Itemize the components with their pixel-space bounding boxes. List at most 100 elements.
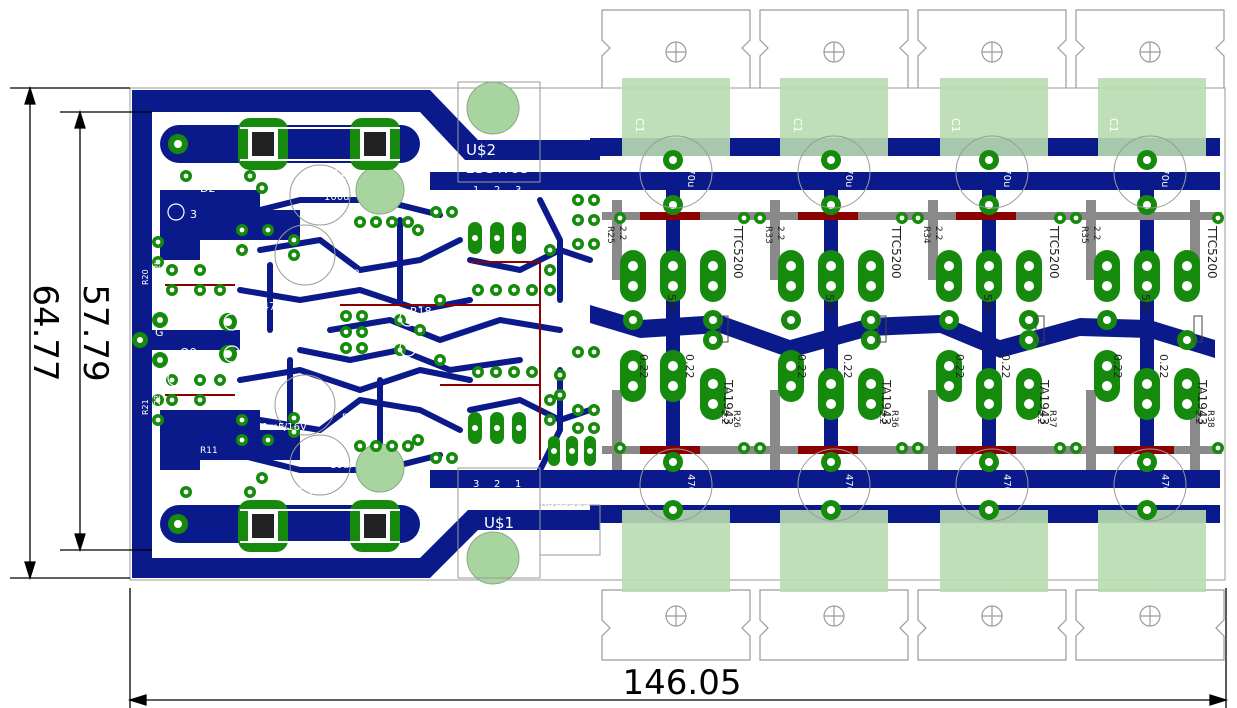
label-22k-b: 22k (153, 390, 162, 405)
pad-drill (239, 417, 245, 423)
pad-drill (155, 259, 161, 265)
label-22-bot: 2.2 (877, 410, 887, 424)
pad-drill (591, 349, 597, 355)
pad-drill (155, 397, 161, 403)
pad-drill (475, 369, 481, 375)
pad-drill (529, 369, 535, 375)
label-1mf: 1mF/16V (262, 422, 307, 433)
pad-drill (1057, 215, 1063, 221)
label-022: 0.22 (683, 354, 696, 379)
label-22-bot: 2.2 (719, 410, 729, 424)
label-r13: R13 (342, 413, 360, 423)
pad-drill (169, 267, 175, 273)
pad-drill (757, 445, 763, 451)
pad-drill (575, 241, 581, 247)
pad-drill (617, 445, 623, 451)
pad-drill (405, 219, 411, 225)
pad-drill (437, 297, 443, 303)
us1-pin-3: 3 (473, 479, 479, 490)
label-f1: F1 (330, 168, 347, 184)
label-470u-top: 470u (1001, 162, 1012, 187)
label-22-top: 2.2 (1091, 226, 1101, 240)
resistor-outline (719, 315, 729, 343)
pad-drill (247, 173, 253, 179)
pad-drill (547, 247, 553, 253)
pad-drill (575, 425, 581, 431)
label-ttc: TTC5200 (731, 225, 745, 279)
resistor-outline (877, 315, 887, 343)
label-3: 3 (190, 208, 197, 221)
dimension-lines (10, 85, 1229, 708)
label-tta: TA1943 (879, 379, 893, 425)
label-470u-top: 470u (685, 162, 696, 187)
pad-drill (155, 239, 161, 245)
trimmer-outline (223, 345, 241, 363)
fuse-holders (238, 118, 400, 552)
pad-drill (405, 443, 411, 449)
pad-drill (415, 227, 421, 233)
label-bot-r: R38 (1205, 410, 1215, 428)
pad-drill (433, 209, 439, 215)
pad-drill (741, 445, 747, 451)
label-c-bot: C2 (1107, 432, 1120, 447)
label-022: 0.22 (953, 354, 966, 379)
pad-drill (493, 369, 499, 375)
label-10uf: 10uF (330, 460, 355, 471)
pad-drill (475, 287, 481, 293)
pad-drill (1073, 445, 1079, 451)
pad-drill (1073, 215, 1079, 221)
label-r12: R12 (342, 269, 360, 279)
pad-drill (529, 287, 535, 293)
pad-drill (197, 397, 203, 403)
label-022: 0.22 (1157, 354, 1170, 379)
label-bot-r: R37 (1047, 410, 1057, 428)
label-c-bot: C2 (633, 432, 646, 447)
pad-drill (291, 252, 297, 258)
label-22-top: 2.2 (617, 226, 627, 240)
label-c-bot: C1 (949, 432, 962, 447)
us2-pin-2: 2 (494, 185, 500, 196)
pad-drill (169, 397, 175, 403)
label-c-top: C1 (633, 118, 646, 133)
label-470u-bot: 470u (1001, 474, 1012, 499)
label-22-top: 2.2 (933, 226, 943, 240)
input-pads (132, 134, 237, 534)
pad-drill (373, 219, 379, 225)
us2-pin-1: 1 (473, 185, 479, 196)
pad-drill (389, 219, 395, 225)
label-r20: R20 (141, 269, 150, 285)
pad-drill (757, 215, 763, 221)
label-us2: U$2 (466, 141, 496, 159)
label-us2-part: 2SC4793 (466, 161, 529, 177)
pad-drill (197, 267, 203, 273)
pad-drill (265, 437, 271, 443)
heatsink-pads (622, 78, 1206, 592)
cap-outlines (274, 135, 1187, 522)
pad-drill (389, 443, 395, 449)
pad-drill (591, 425, 597, 431)
pad-drill (449, 455, 455, 461)
label-5w: 5W (823, 294, 836, 312)
pad-drill (899, 445, 905, 451)
trimmer-outline (399, 309, 417, 327)
pad-drill (217, 377, 223, 383)
label-22-top: 2.2 (775, 226, 785, 240)
pad-drill (449, 209, 455, 215)
rail-pads (623, 150, 1197, 520)
label-tta: TA1943 (721, 379, 735, 425)
dim-height-outer: 64.77 (25, 284, 65, 381)
label-022: 0.22 (795, 354, 808, 379)
pad-drill (265, 227, 271, 233)
pad-drill (575, 217, 581, 223)
pad-drill (591, 197, 597, 203)
label-470u-top: 470u (843, 162, 854, 187)
label-bot-r: R26 (731, 410, 741, 428)
label-c-bot: C1 (791, 432, 804, 447)
label-c-top: C1 (1107, 118, 1120, 133)
pad-drill (183, 173, 189, 179)
label-us1-part: 2SA1837 (450, 494, 513, 510)
driver-outlines (457, 81, 601, 579)
label-100u-left: 100u (324, 192, 349, 203)
pad-drill (493, 287, 499, 293)
